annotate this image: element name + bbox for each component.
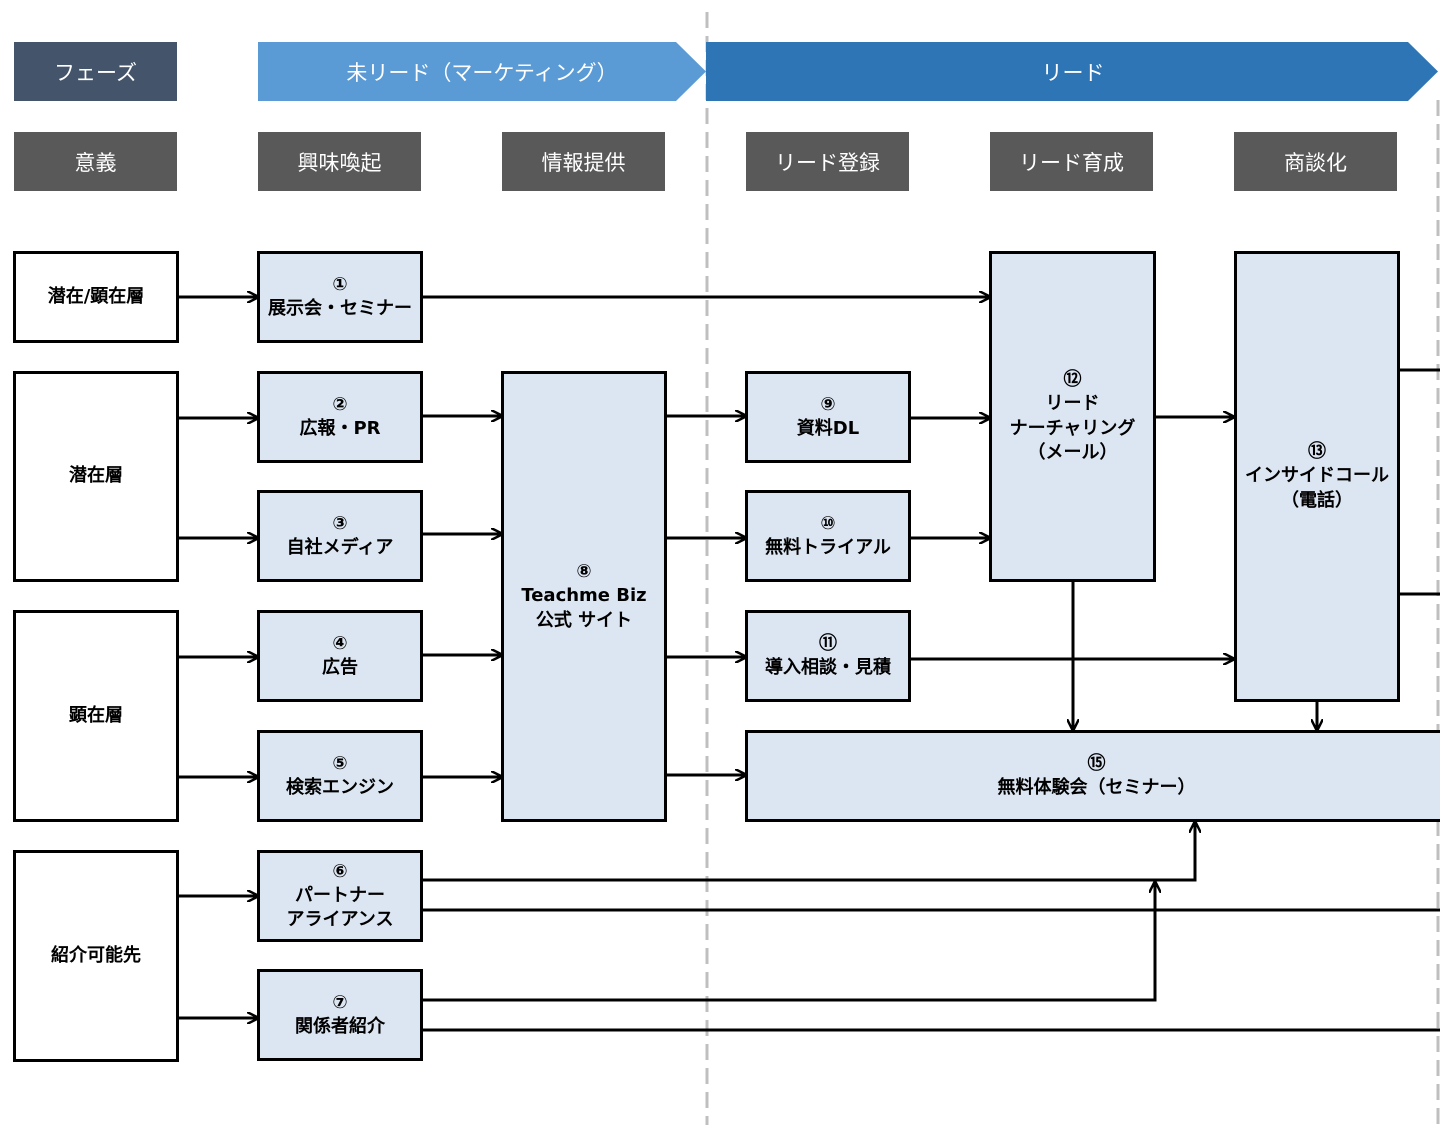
- arrow-n7-n15: [422, 882, 1155, 1002]
- segment-latent-overt-label: 潜在/顕在層: [47, 285, 145, 307]
- node-official-site: ⑧ Teachme Biz 公式 サイト: [501, 371, 667, 822]
- segment-latent-label: 潜在層: [69, 465, 123, 487]
- node-free-experience-seminar: ⑮ 無料体験会（セミナー）: [745, 730, 1440, 822]
- node-7-number: ⑦: [332, 991, 348, 1013]
- node-search-engine: ⑤ 検索エンジン: [257, 730, 423, 822]
- node-12-label: リード ナーチャリング （メール）: [1009, 393, 1136, 463]
- node-partner-alliance: ⑥ パートナー アライアンス: [257, 850, 423, 942]
- segment-referral: 紹介可能先: [13, 850, 179, 1062]
- phase-lead-shape: [706, 42, 1438, 101]
- node-15-label: 無料体験会（セミナー）: [997, 777, 1196, 798]
- node-13-label: インサイドコール （電話）: [1245, 465, 1389, 511]
- stage-interest: 興味喚起: [258, 132, 421, 191]
- node-7-label: 関係者紹介: [295, 1016, 385, 1037]
- stage-lead-registration: リード登録: [746, 132, 909, 191]
- node-pr: ② 広報・PR: [257, 371, 423, 463]
- segment-overt-label: 顕在層: [69, 704, 123, 726]
- node-9-label: 資料DL: [796, 418, 860, 439]
- phase-unlead-text: 未リード（マーケティング）: [346, 60, 618, 85]
- stage-information-text: 情報提供: [541, 150, 626, 175]
- node-3-label: 自社メディア: [286, 537, 394, 558]
- stage-lead-nurturing: リード育成: [990, 132, 1153, 191]
- node-4-number: ④: [332, 632, 348, 654]
- segment-latent-overt: 潜在/顕在層: [13, 251, 179, 343]
- node-11-number: ⑪: [819, 632, 837, 654]
- node-5-number: ⑤: [332, 752, 348, 774]
- node-owned-media: ③ 自社メディア: [257, 490, 423, 582]
- stage-lead-nurturing-text: リード育成: [1019, 150, 1124, 175]
- node-2-label: 広報・PR: [299, 418, 381, 439]
- node-10-number: ⑩: [820, 512, 836, 534]
- node-6-number: ⑥: [332, 860, 348, 882]
- node-12-number: ⑫: [1063, 368, 1082, 390]
- node-2-number: ②: [332, 393, 348, 415]
- node-4-label: 広告: [322, 657, 358, 678]
- segment-latent: 潜在層: [13, 371, 179, 582]
- segment-referral-label: 紹介可能先: [51, 944, 141, 966]
- phase-label: フェーズ: [14, 42, 177, 101]
- arrow-n6-n15: [422, 822, 1195, 882]
- node-3-number: ③: [332, 512, 348, 534]
- meaning-label-text: 意義: [74, 150, 117, 175]
- node-referral: ⑦ 関係者紹介: [257, 969, 423, 1061]
- node-6-label: パートナー アライアンス: [286, 884, 394, 931]
- phase-unlead-banner: 未リード（マーケティング）: [258, 42, 706, 101]
- stage-interest-text: 興味喚起: [297, 150, 382, 175]
- node-15-number: ⑮: [1087, 752, 1106, 774]
- meaning-label: 意義: [14, 132, 177, 191]
- node-exhibition-seminar: ① 展示会・セミナー: [257, 251, 423, 343]
- segment-overt: 顕在層: [13, 610, 179, 822]
- node-1-number: ①: [332, 273, 348, 295]
- node-10-label: 無料トライアル: [765, 537, 891, 558]
- node-11-label: 導入相談・見積: [765, 657, 891, 678]
- phase-label-text: フェーズ: [54, 60, 137, 85]
- node-9-number: ⑨: [820, 393, 836, 415]
- node-inside-call: ⑬ インサイドコール （電話）: [1234, 251, 1400, 702]
- node-8-number: ⑧: [576, 561, 592, 583]
- phase-lead-text: リード: [1041, 60, 1105, 85]
- node-1-label: 展示会・セミナー: [268, 298, 412, 319]
- stage-lead-registration-text: リード登録: [775, 150, 880, 175]
- node-8-label: Teachme Biz 公式 サイト: [521, 585, 647, 631]
- node-lead-nurturing: ⑫ リード ナーチャリング （メール）: [989, 251, 1156, 582]
- node-5-label: 検索エンジン: [286, 777, 394, 798]
- node-advertising: ④ 広告: [257, 610, 423, 702]
- node-consultation-quote: ⑪ 導入相談・見積: [745, 610, 911, 702]
- node-13-number: ⑬: [1308, 441, 1326, 463]
- node-free-trial: ⑩ 無料トライアル: [745, 490, 911, 582]
- phase-unlead-shape: [258, 42, 706, 101]
- stage-deal-text: 商談化: [1284, 150, 1347, 175]
- stage-information: 情報提供: [502, 132, 665, 191]
- node-document-download: ⑨ 資料DL: [745, 371, 911, 463]
- phase-lead-banner: リード: [706, 42, 1440, 101]
- stage-deal: 商談化: [1234, 132, 1397, 191]
